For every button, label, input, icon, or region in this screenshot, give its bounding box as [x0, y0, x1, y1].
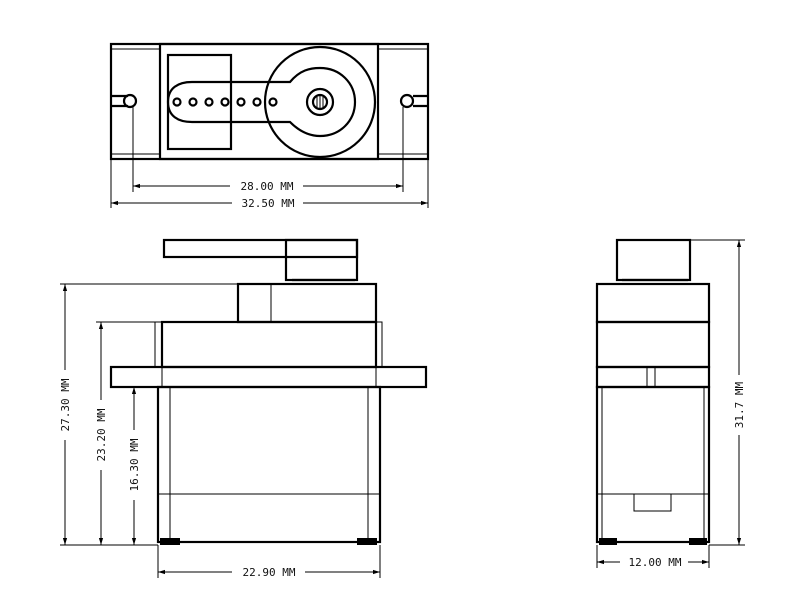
- dim-label-top-outer: 32.50 MM: [242, 197, 295, 210]
- dim-label-top-inner: 28.00 MM: [241, 180, 294, 193]
- dim-side-total-height: 31.7 MM: [733, 240, 746, 545]
- dim-front-case-height: 23.20 MM: [95, 322, 108, 545]
- dim-label-front-body: 16.30 MM: [128, 438, 141, 491]
- front-horn-arm: [162, 238, 359, 259]
- dim-label-side-width: 12.00 MM: [629, 556, 682, 569]
- front-horn-hub: [284, 238, 359, 282]
- front-gear-top: [236, 282, 378, 324]
- front-view: 27.30 MM 23.20 MM 16.30 MM 22.90 MM: [59, 238, 428, 579]
- side-lower-body: [595, 385, 711, 544]
- dim-front-body-width: 22.90 MM: [158, 566, 380, 579]
- dim-top-outer-width: 32.50 MM: [111, 197, 428, 210]
- dim-label-side-height: 31.7 MM: [733, 381, 746, 428]
- dim-front-total-height: 27.30 MM: [59, 284, 72, 545]
- side-view: 31.7 MM 12.00 MM: [595, 238, 746, 569]
- dim-front-body-height: 16.30 MM: [128, 387, 141, 545]
- side-upper-case: [595, 320, 711, 369]
- side-connector: [633, 493, 672, 512]
- output-shaft: [305, 87, 335, 117]
- dim-label-front-total: 27.30 MM: [59, 378, 72, 431]
- top-view: 28.00 MM 32.50 MM: [109, 42, 430, 210]
- right-mounting-slot: [399, 93, 428, 109]
- dim-side-width: 12.00 MM: [597, 556, 709, 569]
- dim-top-inner-width: 28.00 MM: [133, 180, 403, 193]
- side-horn-hub: [615, 238, 692, 282]
- front-flange: [109, 365, 428, 389]
- servo-horn-arm: [166, 66, 357, 138]
- front-upper-case: [160, 320, 378, 369]
- front-lower-body: [156, 385, 382, 544]
- top-case-body: [158, 42, 380, 161]
- output-gear-circle: [263, 45, 377, 159]
- left-mounting-slot: [111, 93, 138, 109]
- dim-label-front-width: 22.90 MM: [243, 566, 296, 579]
- side-flange: [595, 365, 711, 389]
- side-gear-top: [595, 282, 711, 324]
- horn-holes: [172, 97, 278, 107]
- dim-label-front-case: 23.20 MM: [95, 408, 108, 461]
